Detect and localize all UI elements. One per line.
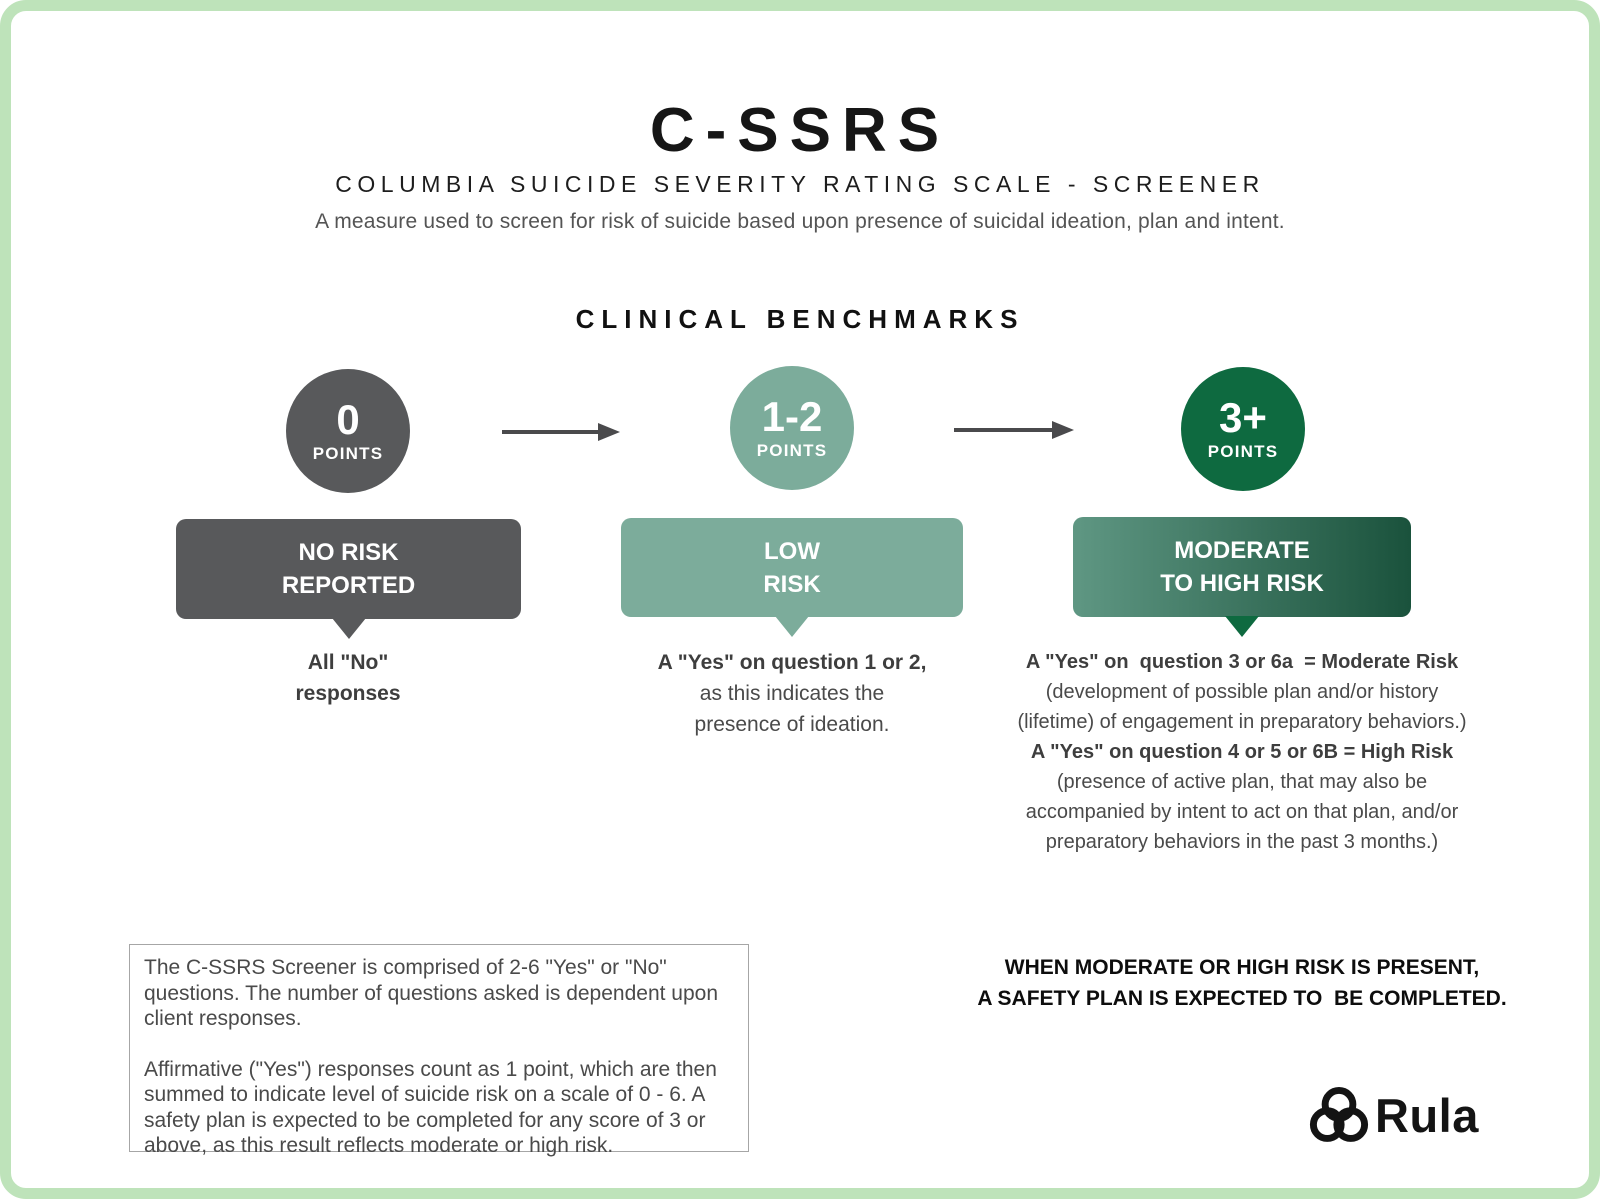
warning-line: A SAFETY PLAN IS EXPECTED TO BE COMPLETE… xyxy=(977,987,1507,1010)
high-risk-description: (presence of active plan, that may also … xyxy=(1025,771,1459,853)
page-title: C-SSRS xyxy=(649,96,951,165)
bubble-tail xyxy=(331,618,366,639)
points-circle-1-2: 1-2 POINTS xyxy=(730,366,854,490)
risk-box-low-risk: LOW RISK xyxy=(621,518,963,637)
points-label: POINTS xyxy=(756,441,828,460)
arrow-right-icon xyxy=(502,423,620,441)
moderate-risk-rule: A "Yes" on question 3 or 6a = Moderate R… xyxy=(1025,651,1459,673)
moderate-high-risk-detail: A "Yes" on question 3 or 6a = Moderate R… xyxy=(1011,647,1473,857)
arrow-right-icon xyxy=(954,421,1074,439)
risk-label-line1: LOW xyxy=(764,537,820,565)
points-value: 0 xyxy=(336,396,360,443)
section-title: CLINICAL BENCHMARKS xyxy=(575,304,1025,334)
risk-label-line1: NO RISK xyxy=(298,539,399,566)
warning-line: WHEN MODERATE OR HIGH RISK IS PRESENT, xyxy=(1004,956,1480,979)
bubble-tail xyxy=(1225,616,1259,637)
bubble-tail xyxy=(775,616,809,637)
low-risk-detail: A "Yes" on question 1 or 2, as this indi… xyxy=(567,647,1017,740)
detail-line: as this indicates the xyxy=(699,682,885,705)
risk-box-no-risk: NO RISK REPORTED xyxy=(176,519,521,639)
points-label: POINTS xyxy=(312,444,384,463)
detail-line: responses xyxy=(295,682,401,705)
brand-name: Rula xyxy=(1375,1088,1479,1142)
risk-box-moderate-high-risk: MODERATE TO HIGH RISK xyxy=(1073,517,1411,637)
trefoil-knot-icon xyxy=(1309,1087,1369,1142)
points-label: POINTS xyxy=(1207,442,1279,461)
screener-note-box: The C-SSRS Screener is comprised of 2-6 … xyxy=(129,944,749,1157)
detail-line: presence of ideation. xyxy=(694,713,890,736)
risk-label-line2: TO HIGH RISK xyxy=(1160,570,1324,597)
detail-line: All "No" xyxy=(307,651,389,674)
risk-label-line2: RISK xyxy=(763,570,821,598)
points-value: 1-2 xyxy=(761,393,823,440)
note-paragraph-1: The C-SSRS Screener is comprised of 2-6 … xyxy=(144,956,719,1030)
note-paragraph-2: Affirmative ("Yes") responses count as 1… xyxy=(144,1057,717,1158)
page-description: A measure used to screen for risk of sui… xyxy=(315,210,1285,233)
rula-logo: Rula xyxy=(1307,1083,1479,1147)
page-subtitle: COLUMBIA SUICIDE SEVERITY RATING SCALE -… xyxy=(335,171,1265,197)
moderate-risk-description: (development of possible plan and/or his… xyxy=(1017,681,1467,733)
risk-label-line2: REPORTED xyxy=(281,572,416,599)
points-circle-0: 0 POINTS xyxy=(286,369,410,493)
no-risk-detail: All "No" responses xyxy=(123,647,573,709)
points-circle-3plus: 3+ POINTS xyxy=(1181,367,1305,491)
risk-label-line1: MODERATE xyxy=(1174,537,1310,564)
points-value: 3+ xyxy=(1219,394,1267,441)
safety-plan-warning: WHEN MODERATE OR HIGH RISK IS PRESENT, A… xyxy=(962,952,1522,1014)
detail-line: A "Yes" on question 1 or 2, xyxy=(657,651,927,674)
high-risk-rule: A "Yes" on question 4 or 5 or 6B = High … xyxy=(1030,741,1454,763)
